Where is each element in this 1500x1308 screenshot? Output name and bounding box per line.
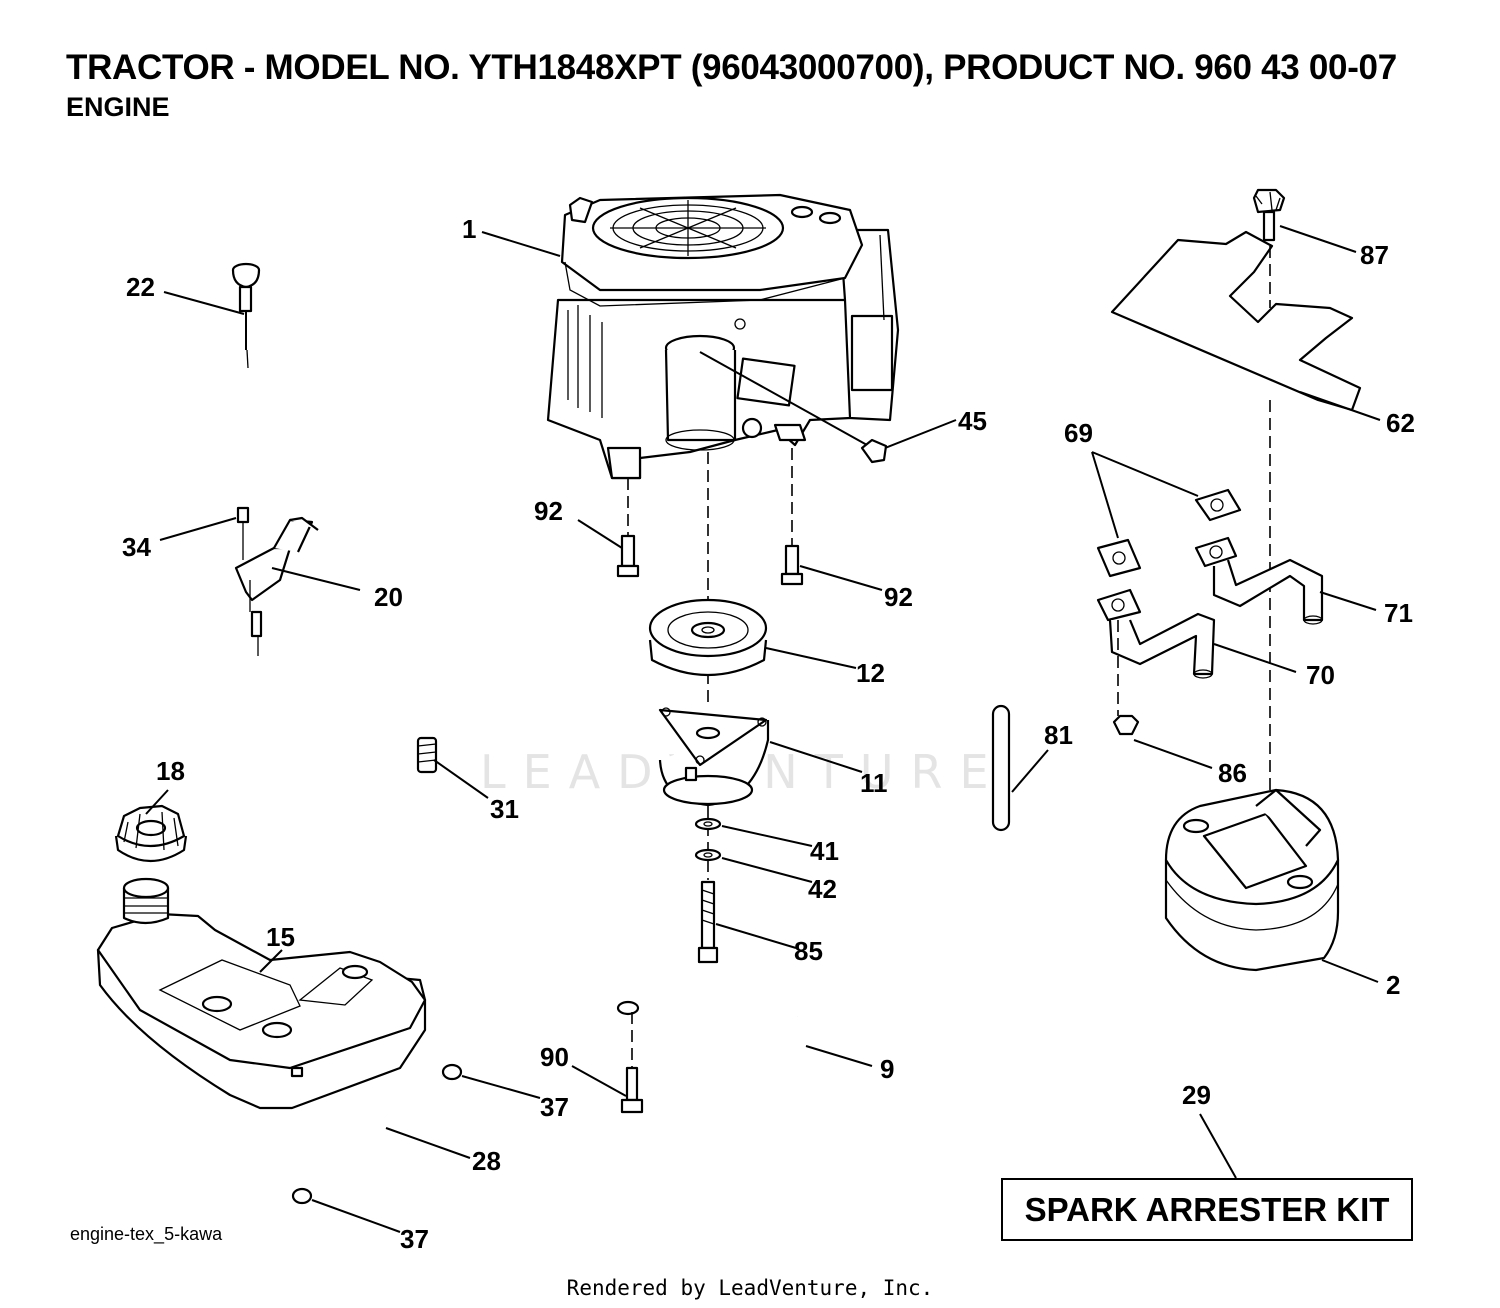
engine-drawing [546, 193, 900, 480]
render-credit: Rendered by LeadVenture, Inc. [566, 1276, 934, 1300]
callout-28: 28 [472, 1146, 501, 1176]
callout-85: 85 [794, 936, 823, 966]
spark-arrester-kit-box: SPARK ARRESTER KIT [1001, 1178, 1413, 1241]
nut-86-drawing [1112, 714, 1140, 736]
callout-92-right: 92 [884, 582, 913, 612]
heat-shield-drawing [1110, 188, 1362, 790]
callout-86: 86 [1218, 758, 1247, 788]
gaskets-drawing [1096, 488, 1242, 578]
callout-12: 12 [856, 658, 885, 688]
throttle-control-drawing [234, 506, 319, 656]
callout-37-bottom: 37 [400, 1224, 429, 1254]
drawing-file-name: engine-tex_5-kawa [70, 1224, 223, 1244]
tube-drawing [991, 704, 1011, 832]
callout-11: 11 [860, 768, 888, 798]
callout-18: 18 [156, 756, 185, 786]
page-title: TRACTOR - MODEL NO. YTH1848XPT (96043000… [66, 48, 1397, 87]
callout-62: 62 [1386, 408, 1415, 438]
leader-lines [145, 225, 1381, 1233]
callout-20: 20 [374, 582, 403, 612]
fuel-cap-drawing [114, 804, 188, 862]
callout-87: 87 [1360, 240, 1389, 270]
fuel-tank-drawing [96, 877, 427, 1110]
callout-41: 41 [810, 836, 839, 866]
fuel-line-drawing [291, 1063, 463, 1205]
callout-34: 34 [122, 532, 151, 562]
callout-92-left: 92 [534, 496, 563, 526]
callout-22: 22 [126, 272, 155, 302]
callout-45: 45 [958, 406, 987, 436]
exhaust-pipes-drawing [1096, 536, 1324, 716]
callout-42: 42 [808, 874, 837, 904]
choke-knob-drawing [231, 262, 261, 369]
clutch-drawing [658, 707, 770, 807]
callout-9: 9 [880, 1054, 894, 1084]
callout-81: 81 [1044, 720, 1073, 750]
bolts-92-drawing [616, 448, 804, 586]
callout-37-top: 37 [540, 1092, 569, 1122]
muffler-drawing [1164, 788, 1340, 972]
rod-drawing [616, 1000, 852, 1131]
pulley-drawing [648, 598, 768, 677]
callout-15: 15 [266, 922, 295, 952]
callout-90: 90 [540, 1042, 569, 1072]
washers-bolt-drawing [694, 806, 722, 964]
callout-69: 69 [1064, 418, 1093, 448]
callout-1: 1 [462, 214, 476, 244]
callout-71: 71 [1384, 598, 1413, 628]
callout-70: 70 [1306, 660, 1335, 690]
page-subtitle: ENGINE [66, 92, 170, 122]
callout-2: 2 [1386, 970, 1400, 1000]
callout-29: 29 [1182, 1080, 1211, 1110]
spring-drawing [416, 736, 438, 774]
callout-31: 31 [490, 794, 519, 824]
